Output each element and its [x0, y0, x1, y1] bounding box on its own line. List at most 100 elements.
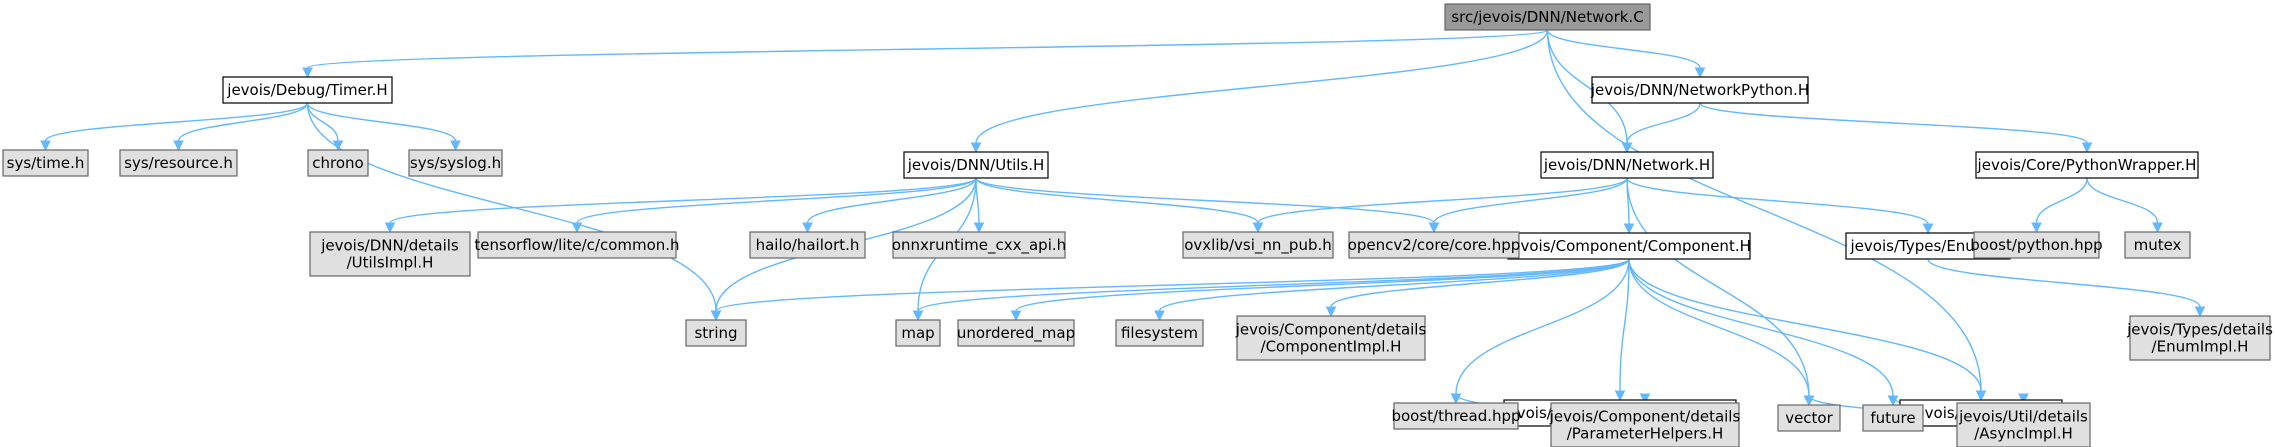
node-chrono[interactable]: chrono [307, 149, 369, 177]
node-tflite[interactable]: tensorflow/lite/c/common.h [474, 231, 680, 259]
node-paramhelp[interactable]: jevois/Component/details/ParameterHelper… [1549, 402, 1741, 447]
node-ovx[interactable]: ovxlib/vsi_nn_pub.h [1182, 231, 1334, 259]
edge-utils-to-utilsimpl [384, 177, 977, 234]
edge-utils-to-ovx [975, 177, 1264, 234]
edge-component-to-vector [1628, 258, 1815, 407]
node-asyncimpl[interactable]: jevois/Util/details/AsyncImpl.H [1956, 402, 2091, 447]
node-utils[interactable]: jevois/DNN/Utils.H [903, 151, 1049, 179]
node-umap[interactable]: unordered_map [957, 319, 1075, 347]
node-label: src/jevois/DNN/Network.C [1451, 8, 1643, 26]
node-sysres[interactable]: sys/resource.h [119, 149, 238, 177]
node-box [1975, 151, 2199, 179]
node-string[interactable]: string [685, 319, 747, 347]
edge-line [806, 177, 977, 224]
node-map[interactable]: map [895, 319, 941, 347]
node-opencv[interactable]: opencv2/core/core.hpp [1348, 231, 1521, 259]
node-label: boost/thread.hpp [1391, 407, 1520, 425]
node-thread[interactable]: boost/thread.hpp [1391, 402, 1521, 430]
edge-line [975, 177, 1259, 224]
node-compimpl[interactable]: jevois/Component/details/ComponentImpl.H [1235, 315, 1427, 361]
node-netpy[interactable]: jevois/DNN/NetworkPython.H [1590, 76, 1809, 104]
node-label: /UtilsImpl.H [347, 254, 434, 272]
edge-line [1699, 102, 2088, 144]
node-label: jevois/Component/details [1235, 321, 1427, 339]
edge-line [1626, 177, 1810, 397]
edge-timer-to-chrono [306, 102, 344, 152]
node-syslog[interactable]: sys/syslog.h [408, 149, 503, 177]
edge-timer-to-sysres [173, 102, 309, 152]
edge-arrowhead [2031, 222, 2042, 234]
node-box [477, 231, 677, 259]
node-label: /EnumImpl.H [2152, 338, 2249, 356]
edge-pywrap-to-mutex [2086, 177, 2163, 234]
edge-arrowhead [1252, 222, 1264, 234]
edge-component-to-async [1628, 258, 1987, 402]
edge-arrowhead [1614, 390, 1626, 402]
edge-netpy-to-pywrap [1699, 102, 2093, 154]
node-network[interactable]: jevois/DNN/Network.H [1540, 151, 1714, 179]
edge-line [1628, 258, 1982, 392]
node-box [1540, 151, 1714, 179]
edge-line [2086, 177, 2159, 224]
node-box [1777, 404, 1841, 432]
node-label: hailo/hailort.h [756, 236, 860, 254]
edge-line [1158, 258, 1630, 312]
edge-line [1546, 29, 1701, 69]
node-label: ovxlib/vsi_nn_pub.h [1184, 236, 1332, 255]
edge-root-to-utils [970, 29, 1549, 154]
edge-network-to-ovx [1252, 177, 1628, 234]
node-pywrap[interactable]: jevois/Core/PythonWrapper.H [1975, 151, 2199, 179]
node-label: sys/syslog.h [410, 154, 501, 172]
node-mutex[interactable]: mutex [2124, 231, 2191, 259]
edge-line [389, 177, 977, 224]
node-utilsimpl[interactable]: jevois/DNN/details/UtilsImpl.H [309, 231, 471, 277]
edge-pywrap-to-boostpy [2031, 177, 2088, 234]
edge-utils-to-tflite [571, 177, 977, 234]
node-label: chrono [312, 154, 363, 172]
node-future[interactable]: future [1862, 404, 1924, 432]
node-label: mutex [2134, 236, 2182, 254]
edge-network-to-enum [1626, 177, 1934, 235]
node-label: jevois/Debug/Timer.H [226, 81, 387, 99]
edge-timer-to-systime [40, 102, 309, 152]
node-systime[interactable]: sys/time.h [2, 149, 89, 177]
node-label: string [694, 324, 737, 342]
node-component[interactable]: jevois/Component/Component.H [1506, 232, 1751, 260]
edge-arrowhead [970, 142, 982, 154]
edge-arrowhead [1623, 223, 1635, 235]
edge-timer-to-string [306, 102, 722, 322]
edge-arrowhead [1010, 310, 1022, 322]
node-box [1973, 231, 2100, 259]
node-label: future [1870, 409, 1915, 427]
node-box [2124, 231, 2191, 259]
edge-component-to-string [710, 258, 1630, 322]
edge-component-to-fs [1154, 258, 1630, 322]
node-label: boost/python.hpp [1970, 236, 2102, 254]
node-root[interactable]: src/jevois/DNN/Network.C [1444, 3, 1651, 31]
node-boostpy[interactable]: boost/python.hpp [1970, 231, 2103, 259]
edge-line [715, 258, 1630, 312]
node-enumimpl[interactable]: jevois/Types/details/EnumImpl.H [2126, 315, 2273, 361]
node-hailo[interactable]: hailo/hailort.h [749, 231, 866, 259]
edge-line [576, 177, 977, 224]
edge-arrowhead [1450, 393, 1462, 405]
node-box [1444, 3, 1651, 31]
edge-utils-to-hailo [802, 177, 977, 234]
edge-arrowhead [1694, 67, 1706, 79]
node-vector[interactable]: vector [1777, 404, 1841, 432]
edge-line [1626, 102, 1701, 144]
node-label: tensorflow/lite/c/common.h [474, 236, 679, 254]
node-box [222, 76, 393, 104]
node-label: sys/time.h [7, 154, 85, 172]
edge-arrowhead [173, 140, 184, 152]
node-label: jevois/Types/Enum.H [1850, 237, 2006, 255]
node-onnx[interactable]: onnxruntime_cxx_api.h [892, 231, 1066, 259]
edge-arrowhead [40, 140, 51, 152]
node-fs[interactable]: filesystem [1115, 319, 1204, 347]
node-box [895, 319, 941, 347]
node-label: jevois/DNN/Network.H [1543, 156, 1710, 174]
node-timer[interactable]: jevois/Debug/Timer.H [222, 76, 393, 104]
node-label: /ComponentImpl.H [1261, 338, 1402, 356]
node-box [1182, 231, 1334, 259]
